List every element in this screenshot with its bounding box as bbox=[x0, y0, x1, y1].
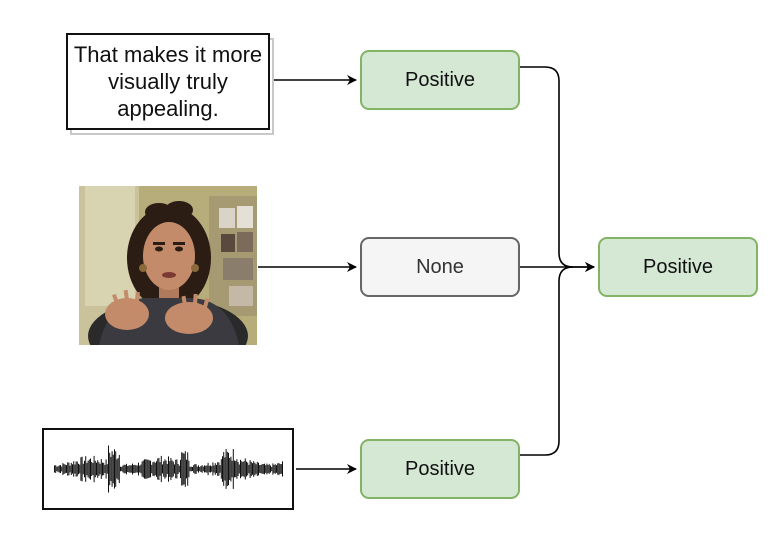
text-sentiment-label: Positive bbox=[360, 50, 520, 110]
fused-sentiment-label: Positive bbox=[598, 237, 758, 297]
waveform-illustration bbox=[54, 445, 283, 493]
text-sentiment-label-text: Positive bbox=[404, 68, 476, 91]
fused-sentiment-label-text: Positive bbox=[642, 255, 714, 278]
audio-waveform-box bbox=[42, 428, 294, 510]
text-input-content: That makes it more visually truly appeal… bbox=[73, 42, 263, 121]
text-input-box: That makes it more visually truly appeal… bbox=[66, 33, 270, 130]
video-frame-image bbox=[79, 186, 257, 345]
video-sentiment-label: None bbox=[360, 237, 520, 297]
audio-label-to-fused-connector bbox=[520, 266, 574, 456]
audio-sentiment-label: Positive bbox=[360, 439, 520, 499]
text-label-to-fused-connector bbox=[520, 66, 595, 272]
video-sentiment-label-text: None bbox=[416, 255, 464, 278]
audio-sentiment-label-text: Positive bbox=[404, 457, 476, 480]
person-illustration bbox=[79, 186, 257, 345]
